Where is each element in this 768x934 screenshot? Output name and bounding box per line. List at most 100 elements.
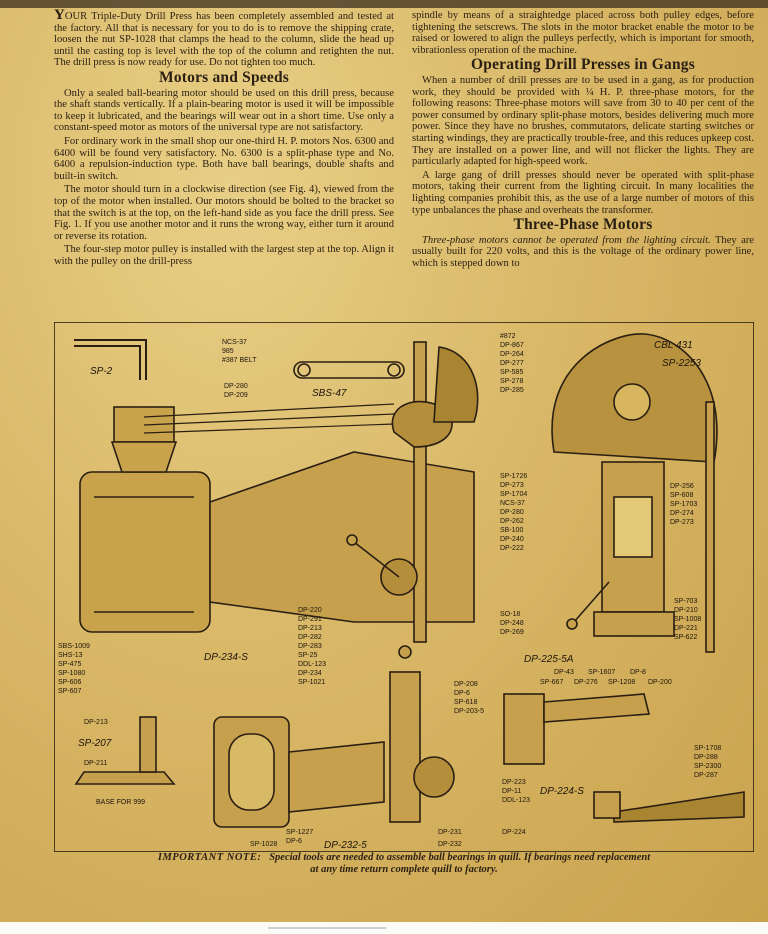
- callout: DP-264: [500, 351, 524, 358]
- callout: SBS-1009: [58, 643, 90, 650]
- callout: DP-283: [298, 643, 322, 650]
- label-sp207: SP-207: [78, 738, 112, 749]
- callouts-top-left: NCS-37 985 #387 BELT DP-280 DP-209: [222, 339, 257, 399]
- callouts-quill-top: DP-43 SP-1607 DP-8 SP-667 DP-276 SP-1208…: [540, 669, 672, 686]
- callout: DP-285: [500, 387, 524, 394]
- heading-operating-gangs: Operating Drill Presses in Gangs: [471, 56, 695, 74]
- callout: SP-667: [540, 679, 563, 686]
- motors-paragraph: The four-step motor pulley is installed …: [54, 244, 394, 267]
- callout: #872: [500, 333, 516, 340]
- callout: DDL-123: [298, 661, 326, 668]
- allen-wrench-drawing: [74, 339, 147, 380]
- left-column: YOUR Triple-Duty Drill Press has been co…: [54, 7, 394, 269]
- callouts-right-head: DP-256 SP-608 SP-1703 DP-274 DP-273: [670, 483, 697, 526]
- callout: DP-273: [670, 519, 694, 526]
- callout: SP-1726: [500, 473, 527, 480]
- label-sp2253: SP-2253: [662, 358, 701, 369]
- callout: DP-210: [674, 607, 698, 614]
- front-view-drawing: [551, 333, 718, 653]
- callout: SP-618: [454, 699, 477, 706]
- callout: SB-100: [500, 527, 523, 534]
- callout: SP-1703: [670, 501, 697, 508]
- callout: SP-1208: [608, 679, 635, 686]
- callout: SP-1227: [286, 829, 313, 836]
- drop-cap: Y: [54, 7, 65, 23]
- callout: DP-256: [670, 483, 694, 490]
- heading-motors-and-speeds: Motors and Speeds: [159, 68, 289, 86]
- label-cbl431: CBL 431: [654, 340, 693, 351]
- important-note-line2: at any time return complete quill to fac…: [310, 864, 498, 875]
- label-dp225-5a: DP-225-5A: [524, 654, 574, 665]
- callout: SP-475: [58, 661, 81, 668]
- callout: SP-1704: [500, 491, 527, 498]
- callout: DP-232: [438, 841, 462, 848]
- label-dp232-5: DP-232-5: [324, 840, 367, 851]
- callout: NCS-37: [500, 500, 525, 507]
- callout: DP-248: [500, 620, 524, 627]
- callout: DP-291: [298, 616, 322, 623]
- callout: DP-280: [224, 383, 248, 390]
- label-sbs47: SBS-47: [312, 388, 347, 399]
- callout: DP-6: [454, 690, 470, 697]
- three-phase-paragraph: Three-phase motors cannot be operated fr…: [412, 235, 754, 270]
- callout: DP-269: [500, 629, 524, 636]
- intro-text: OUR Triple-Duty Drill Press has been com…: [54, 11, 394, 69]
- label-sp1028: SP-1028: [250, 841, 277, 848]
- column-casting-drawing: [213, 645, 455, 828]
- callout: SP-607: [58, 688, 81, 695]
- callout: 985: [222, 348, 234, 355]
- base-drawing: [74, 716, 176, 785]
- callouts-quill: DP-208 DP-6 SP-618 DP-203-5: [454, 681, 484, 715]
- callout: DP-213: [298, 625, 322, 632]
- callout: DP-221: [674, 625, 698, 632]
- callout: DDL-123: [502, 797, 530, 804]
- callout: DP-200: [648, 679, 672, 686]
- callout: SP-1008: [674, 616, 701, 623]
- callout: SP-278: [500, 378, 523, 385]
- callout: DP-209: [224, 392, 248, 399]
- label-sp2: SP-2: [90, 366, 113, 377]
- heading-three-phase: Three-Phase Motors: [513, 216, 653, 234]
- callout: DP-222: [500, 545, 524, 552]
- gangs-paragraph: A large gang of drill presses should nev…: [412, 169, 754, 216]
- callout: DP-262: [500, 518, 524, 525]
- callout: DP-223: [502, 779, 526, 786]
- callout: DP-231: [438, 829, 462, 836]
- callout: SP-606: [58, 679, 81, 686]
- gangs-paragraph: When a number of drill presses are to be…: [412, 74, 754, 168]
- callout: SHS-13: [58, 652, 83, 659]
- callout: NCS-37: [222, 339, 247, 346]
- callouts-base: DP-213 DP-211: [84, 719, 108, 767]
- callout: DP-867: [500, 342, 524, 349]
- label-dp234s: DP-234-S: [204, 652, 248, 663]
- callouts-motor: SBS-1009 SHS-13 SP-475 SP-1080 SP-606 SP…: [58, 643, 90, 695]
- scan-edge-mark: [268, 927, 386, 929]
- callouts-lower-right: SP-1708 DP-288 SP-2300 DP-287: [694, 745, 721, 779]
- important-note-label: IMPORTANT NOTE:: [157, 852, 262, 863]
- callout: DP-277: [500, 360, 524, 367]
- callout: DP-224: [502, 829, 526, 836]
- callout: SP-1708: [694, 745, 721, 752]
- callouts-bottom: SP-1227 DP-6 DP-231 DP-232 DP-224: [286, 829, 526, 848]
- quill-drawing: [503, 693, 745, 823]
- callouts-lower-mid: DP-223 DP-11 DDL-123: [502, 779, 530, 804]
- callout: DP-287: [694, 772, 718, 779]
- callout: SP-2300: [694, 763, 721, 770]
- motor-drawing: [79, 406, 211, 633]
- callout: SP-622: [674, 634, 697, 641]
- callout: DP-11: [502, 788, 521, 795]
- callout: SP-585: [500, 369, 523, 376]
- callout: DP-240: [500, 536, 524, 543]
- callout: DP-43: [554, 669, 574, 676]
- motors-paragraph: For ordinary work in the small shop our …: [54, 135, 394, 182]
- callout: DP-8: [630, 669, 646, 676]
- callout: DP-274: [670, 510, 694, 517]
- belt-drawing: [143, 403, 395, 434]
- three-phase-text: They are usually built for 220 volts, an…: [412, 234, 755, 269]
- three-phase-emphasis: Three-phase motors cannot be operated fr…: [422, 234, 711, 246]
- callout: DP-280: [500, 509, 524, 516]
- intro-paragraph: YOUR Triple-Duty Drill Press has been co…: [54, 7, 394, 69]
- wrench-drawing: [293, 361, 405, 379]
- callouts-column: DP-220 DP-291 DP-213 DP-282 DP-283 SP-25…: [298, 607, 326, 686]
